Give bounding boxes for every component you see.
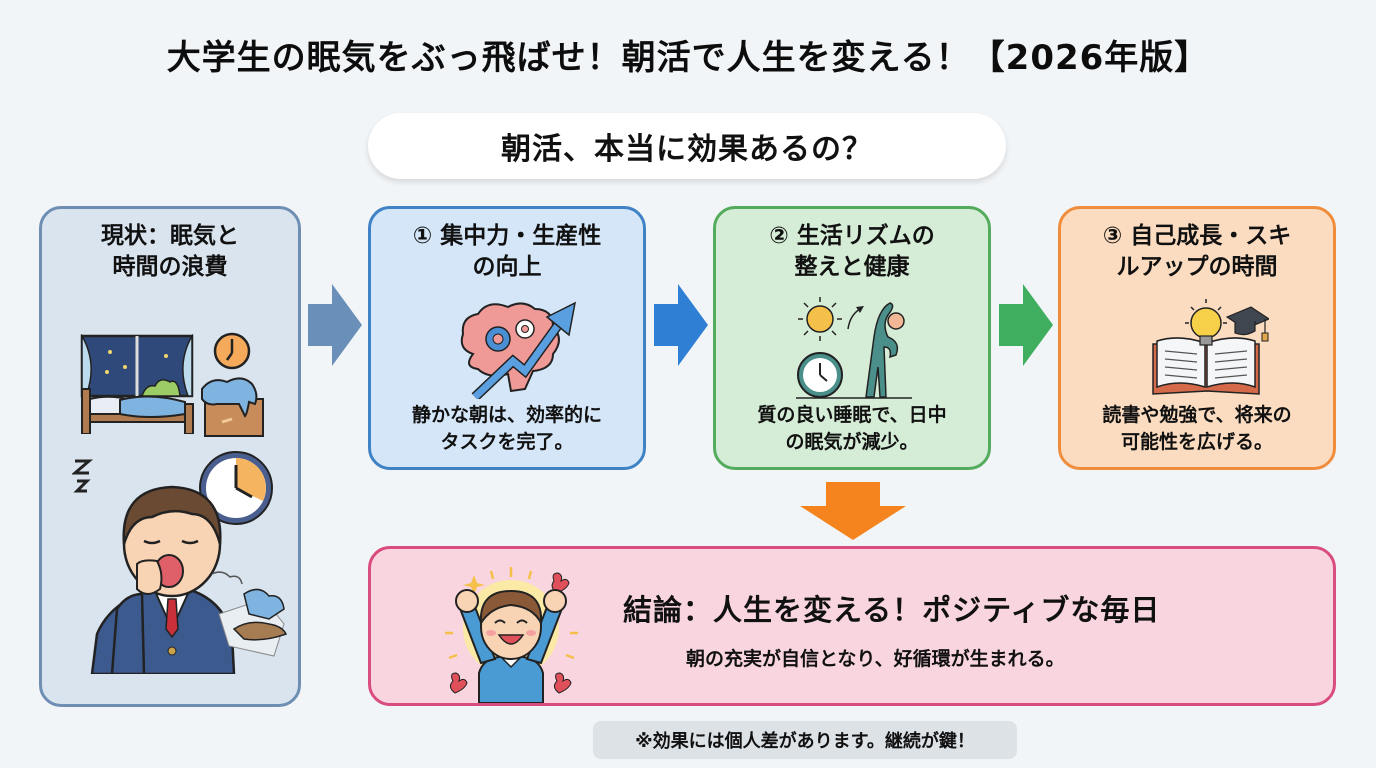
benefit-desc: 静かな朝は、効率的に タスクを完了。 bbox=[411, 403, 602, 454]
conclusion-box: 結論：人生を変える！ポジティブな毎日 朝の充実が自信となり、好循環が生まれる。 bbox=[368, 546, 1336, 706]
benefit-card-growth: ③ 自己成長・スキ ルアップの時間 bbox=[1058, 206, 1336, 470]
question-banner: 朝活、本当に効果あるの？ bbox=[368, 113, 1006, 179]
arrow-right-3 bbox=[999, 284, 1053, 370]
arrow-right-2 bbox=[654, 284, 708, 370]
footnote: ※効果には個人差があります。継続が鍵！ bbox=[593, 721, 1017, 759]
benefit-title: ② 生活リズムの 整えと健康 bbox=[769, 223, 935, 281]
scattered-papers-icon bbox=[214, 584, 289, 663]
benefit-card-rhythm: ② 生活リズムの 整えと健康 bbox=[713, 206, 991, 470]
book-bulb-cap-icon bbox=[1149, 299, 1271, 403]
footnote-text: ※効果には個人差があります。継続が鍵！ bbox=[635, 731, 975, 752]
bedroom-night-icon bbox=[80, 333, 195, 438]
conclusion-subtitle: 朝の充実が自信となり、好循環が生まれる。 bbox=[686, 648, 1065, 670]
messy-clothes-icon bbox=[197, 374, 267, 443]
benefit-card-focus: ① 集中力・生産性 の向上 静かな朝は、効率的に タスクを完了。 bbox=[368, 206, 646, 470]
arrow-down bbox=[800, 482, 906, 544]
benefit-title: ① 集中力・生産性 の向上 bbox=[412, 223, 602, 281]
main-title: 大学生の眠気をぶっ飛ばせ！朝活で人生を変える！【2026年版】 bbox=[166, 38, 1210, 78]
current-state-card: 現状：眠気と 時間の浪費 bbox=[39, 206, 301, 707]
clock-icon bbox=[197, 449, 275, 531]
benefit-desc: 質の良い睡眠で、日中 の眠気が減少。 bbox=[757, 403, 947, 454]
happy-student-icon bbox=[439, 563, 584, 707]
arrow-right-1 bbox=[308, 284, 362, 370]
wall-clock-icon bbox=[212, 331, 252, 375]
question-text: 朝活、本当に効果あるの？ bbox=[501, 132, 873, 167]
yawning-student-icon bbox=[72, 459, 272, 678]
zzz-icon bbox=[70, 457, 94, 501]
benefit-desc: 読書や勉強で、将来の 可能性を広げる。 bbox=[1102, 403, 1292, 454]
conclusion-title: 結論：人生を変える！ポジティブな毎日 bbox=[623, 593, 1161, 627]
sun-clock-stretch-icon bbox=[796, 297, 916, 406]
current-state-title: 現状：眠気と 時間の浪費 bbox=[101, 223, 239, 281]
brain-growth-icon bbox=[453, 299, 578, 403]
benefit-title: ③ 自己成長・スキ ルアップの時間 bbox=[1102, 223, 1292, 281]
